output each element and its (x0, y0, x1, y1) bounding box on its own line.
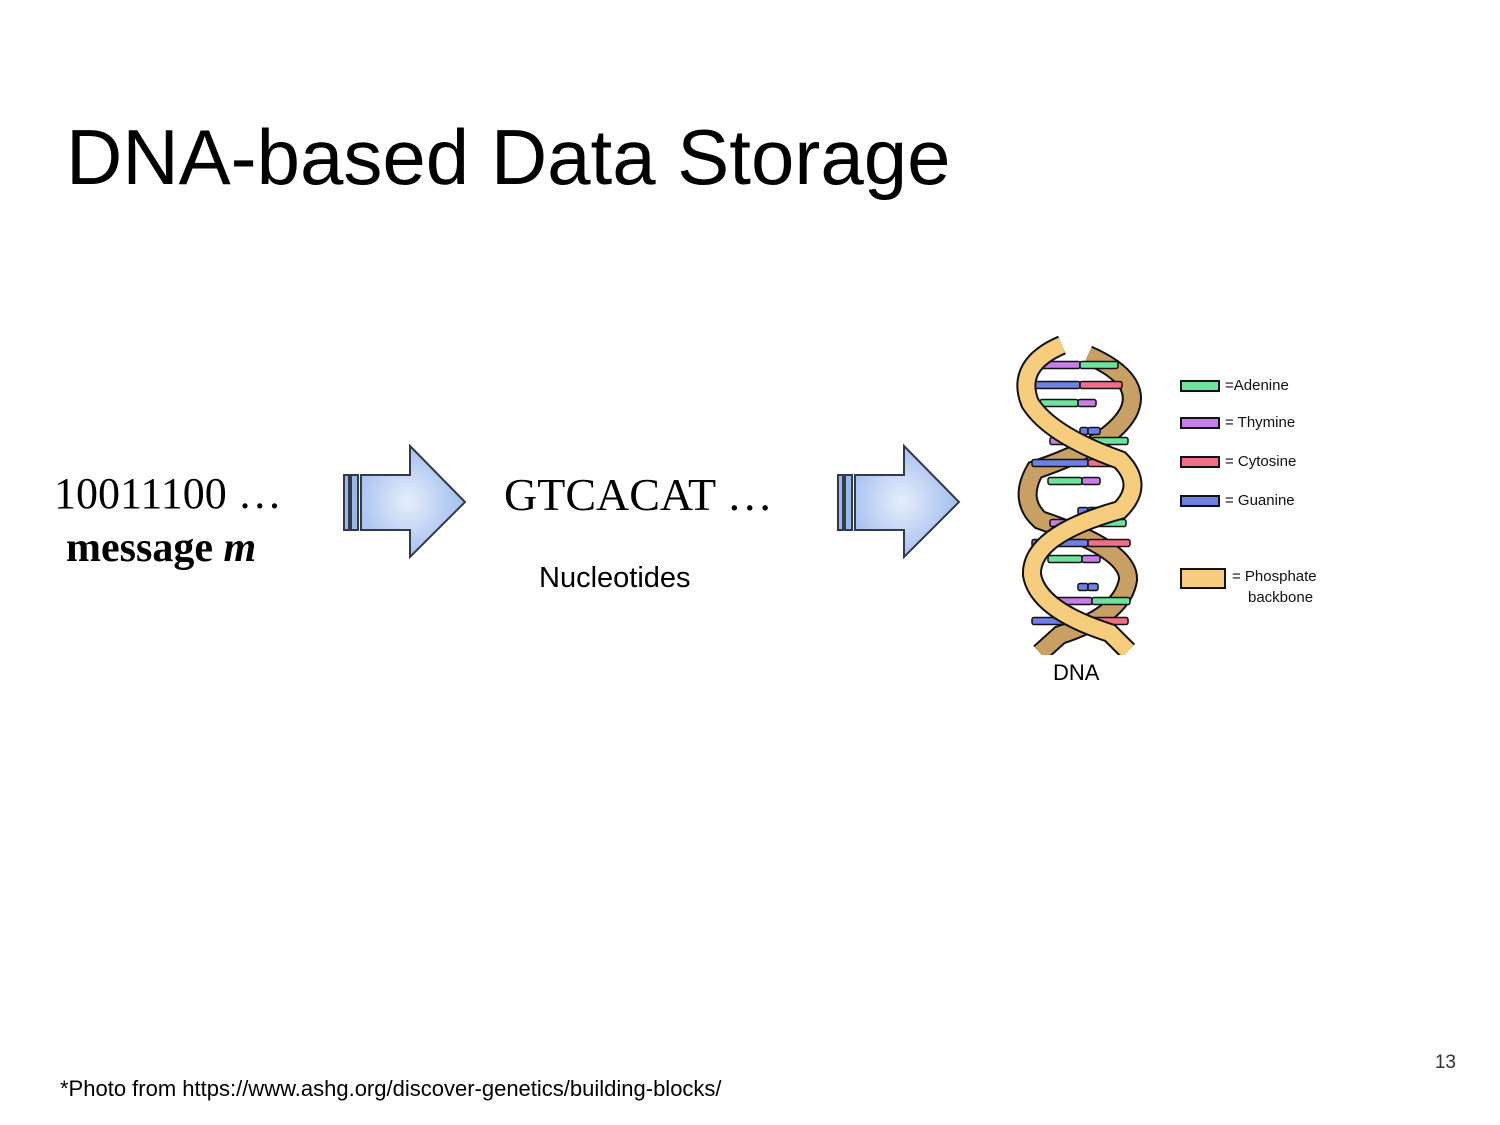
base-pair-segment (1077, 582, 1089, 592)
backbone-swatch (1180, 568, 1226, 589)
base-pair-segment (1039, 398, 1079, 408)
legend-item-guanine: = Guanine (1180, 492, 1295, 509)
cytosine-swatch (1180, 455, 1220, 468)
message-word: message (66, 525, 213, 571)
legend-label: = Thymine (1225, 414, 1296, 431)
base-pair-segment (1077, 398, 1097, 408)
arrow-right-icon (343, 443, 467, 560)
legend-label: = Guanine (1225, 492, 1295, 509)
base-pair-segment (1087, 426, 1101, 436)
back-strand (1017, 345, 1142, 655)
nucleotides-caption: Nucleotides (539, 562, 691, 594)
base-pair-segment (1079, 380, 1123, 390)
legend-item-adenine: =Adenine (1180, 377, 1289, 394)
base-pair-segment (1079, 360, 1119, 370)
guanine-swatch (1180, 494, 1220, 507)
legend-label: = Cytosine (1225, 453, 1297, 470)
legend-label: backbone (1248, 589, 1314, 606)
dna-caption: DNA (1053, 660, 1100, 685)
adenine-swatch (1180, 379, 1220, 392)
dna-double-helix-illustration (1016, 335, 1143, 655)
front-strand (1016, 335, 1143, 655)
base-pair-segment (1047, 554, 1083, 564)
thymine-swatch (1180, 416, 1220, 429)
nucleotide-sequence: GTCACAT … (504, 469, 773, 520)
legend-item-cytosine: = Cytosine (1180, 453, 1296, 470)
base-pair-segment (1029, 380, 1081, 390)
arrow-right-icon (837, 443, 961, 560)
base-pair-segment (1031, 458, 1089, 468)
message-variable: m (223, 525, 257, 571)
base-pair-segment (1047, 476, 1083, 486)
base-pair-segment (1091, 596, 1131, 606)
page-number: 13 (1434, 1052, 1456, 1073)
legend-item-thymine: = Thymine (1180, 414, 1295, 431)
legend-label: = Phosphate (1232, 568, 1317, 585)
binary-message: 10011100 … (54, 469, 282, 518)
base-pair-segment (1087, 582, 1099, 592)
slide-title: DNA-based Data Storage (66, 113, 951, 201)
base-pair-segment (1081, 554, 1101, 564)
base-pair-segment (1087, 538, 1131, 548)
photo-credit-footnote: *Photo from https://www.ashg.org/discove… (60, 1076, 722, 1101)
legend-label: =Adenine (1225, 377, 1289, 394)
message-label: message m (66, 524, 256, 572)
base-pair-segment (1081, 476, 1101, 486)
